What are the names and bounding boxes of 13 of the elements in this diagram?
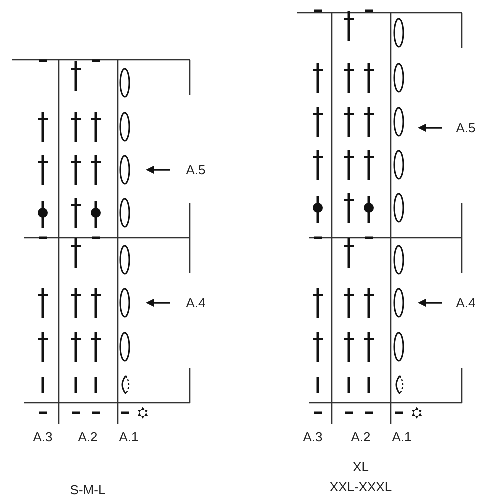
column-label: A.3: [303, 430, 323, 444]
column-label: A.2: [351, 430, 371, 444]
section-label: A.5: [186, 162, 206, 178]
column-label: A.2: [78, 430, 98, 444]
section-label: A.4: [456, 296, 476, 310]
column-label: A.1: [392, 430, 412, 444]
size-label: S-M-L: [70, 482, 106, 498]
size-label: XXL-XXXL: [330, 480, 392, 494]
size-label: XL: [353, 460, 369, 474]
section-label: A.5: [456, 120, 476, 136]
column-label: A.1: [119, 430, 139, 444]
column-label: A.3: [33, 430, 53, 444]
section-label: A.4: [186, 296, 206, 310]
